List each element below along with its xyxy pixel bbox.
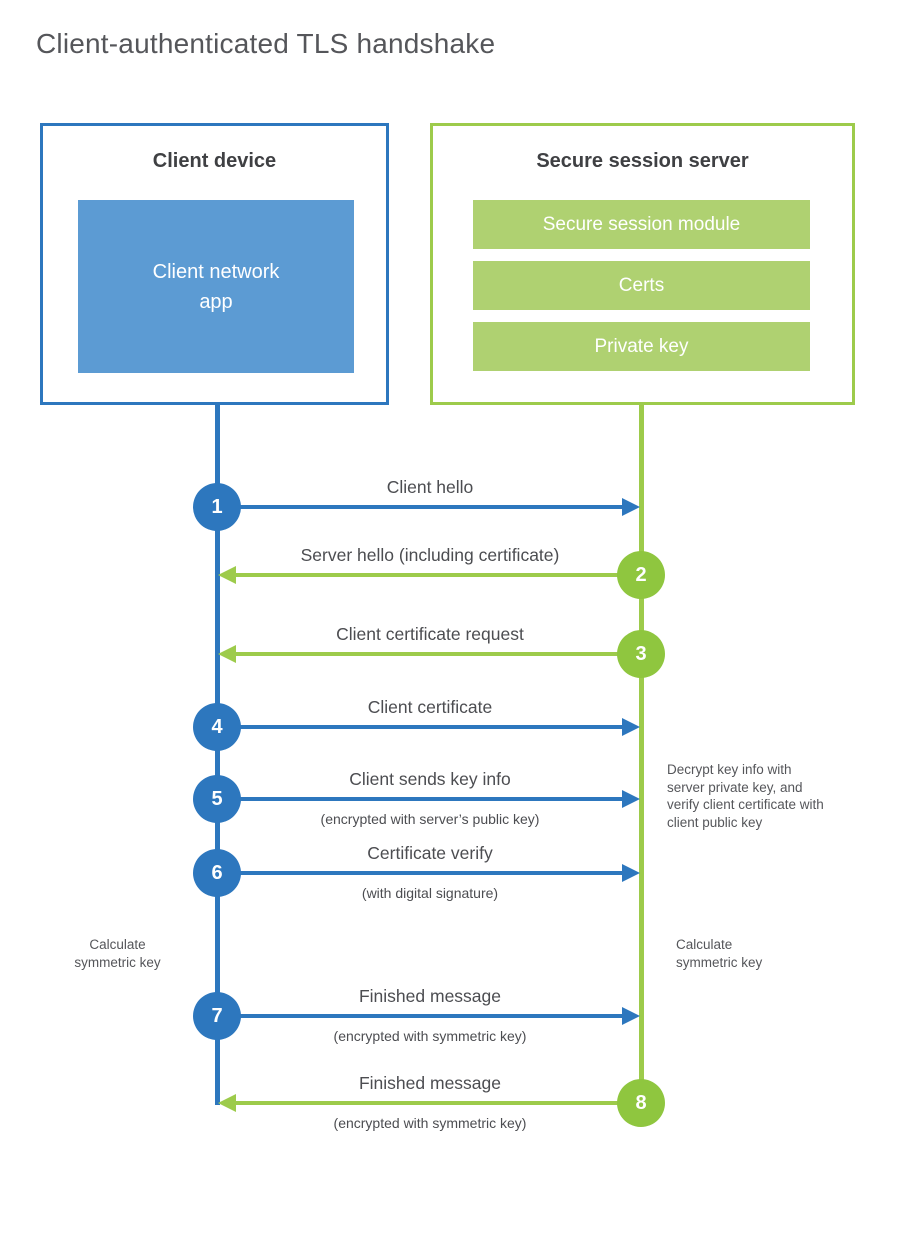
message-label: Client certificate request xyxy=(336,624,524,644)
message-label: Server hello (including certificate) xyxy=(300,545,560,565)
arrow-left-icon xyxy=(218,645,236,663)
arrow-left-icon xyxy=(218,1094,236,1112)
arrow-shaft xyxy=(236,572,618,578)
arrow-shaft xyxy=(236,651,618,657)
calculate-symmetric-key-note-server: Calculate symmetric key xyxy=(676,937,763,970)
step-circle-3: 3 xyxy=(617,630,665,678)
arrow-right-icon xyxy=(622,790,640,808)
message-sublabel: (encrypted with server’s public key) xyxy=(320,811,540,827)
client-network-app-box: Client network app xyxy=(78,200,354,373)
arrow-right-icon xyxy=(622,498,640,516)
decrypt-note: Decrypt key info with server private key… xyxy=(667,762,824,830)
arrow-left-icon xyxy=(218,566,236,584)
calculate-symmetric-key-note-client: Calculate symmetric key xyxy=(74,937,161,970)
message-sublabel: (encrypted with symmetric key) xyxy=(333,1028,527,1044)
server-lifeline xyxy=(639,404,644,1126)
step-circle-5: 5 xyxy=(193,775,241,823)
server-module-certs: Certs xyxy=(473,261,810,310)
arrow-right-icon xyxy=(622,864,640,882)
step-circle-8: 8 xyxy=(617,1079,665,1127)
message-sublabel: (with digital signature) xyxy=(361,885,499,901)
client-lifeline xyxy=(215,404,220,1105)
arrow-right-icon xyxy=(622,718,640,736)
page-title: Client-authenticated TLS handshake xyxy=(36,28,496,59)
arrow-shaft xyxy=(236,504,624,510)
server-module-secure-session: Secure session module xyxy=(473,200,810,249)
step-circle-4: 4 xyxy=(193,703,241,751)
message-sublabel: (encrypted with symmetric key) xyxy=(333,1115,527,1131)
arrow-shaft xyxy=(236,1100,618,1106)
step-circle-6: 6 xyxy=(193,849,241,897)
server-module-private-key: Private key xyxy=(473,322,810,371)
secure-session-server-title: Secure session server xyxy=(536,150,749,172)
client-device-title: Client device xyxy=(152,150,277,172)
message-label: Client sends key info xyxy=(349,769,511,789)
message-label: Client hello xyxy=(386,477,474,497)
arrow-right-icon xyxy=(622,1007,640,1025)
arrow-shaft xyxy=(236,870,624,876)
step-circle-7: 7 xyxy=(193,992,241,1040)
arrow-shaft xyxy=(236,1013,624,1019)
message-label: Finished message xyxy=(358,986,502,1006)
arrow-shaft xyxy=(236,796,624,802)
step-circle-1: 1 xyxy=(193,483,241,531)
message-label: Certificate verify xyxy=(367,843,493,863)
step-circle-2: 2 xyxy=(617,551,665,599)
client-device-box: Client device Client network app xyxy=(40,123,389,405)
arrow-shaft xyxy=(236,724,624,730)
secure-session-server-box: Secure session server Secure session mod… xyxy=(430,123,855,405)
message-label: Finished message xyxy=(358,1073,502,1093)
message-label: Client certificate xyxy=(367,697,493,717)
